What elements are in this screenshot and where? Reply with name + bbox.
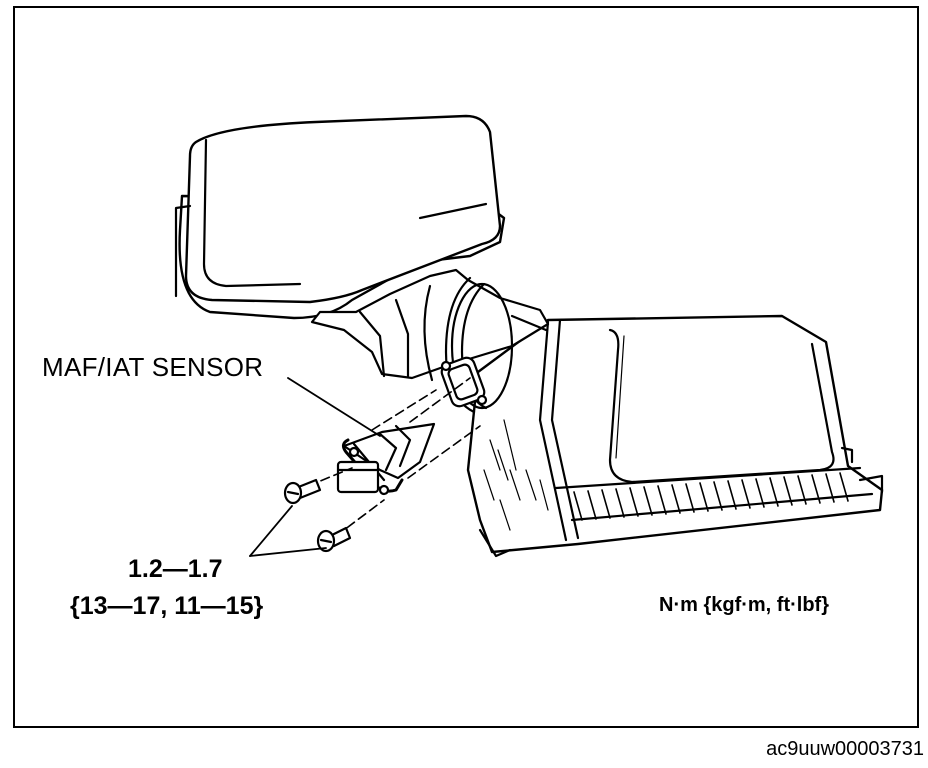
sensor-callout: MAF/IAT SENSOR bbox=[42, 352, 264, 382]
torque-value-nm: 1.2—1.7 bbox=[128, 555, 223, 583]
maf-iat-sensor bbox=[336, 422, 436, 496]
air-cleaner-cover bbox=[174, 114, 506, 320]
screw bbox=[283, 478, 322, 505]
figure-frame bbox=[13, 6, 919, 728]
leader-lines bbox=[249, 377, 381, 557]
intake-duct bbox=[310, 268, 550, 414]
air-cleaner-case bbox=[466, 314, 884, 558]
torque-value-alt-units: {13—17, 11—15} bbox=[70, 592, 264, 620]
units-legend: N·m {kgf·m, ft·lbf} bbox=[659, 594, 829, 616]
figure-id: ac9uuw00003731 bbox=[766, 738, 924, 760]
screw bbox=[316, 526, 352, 553]
